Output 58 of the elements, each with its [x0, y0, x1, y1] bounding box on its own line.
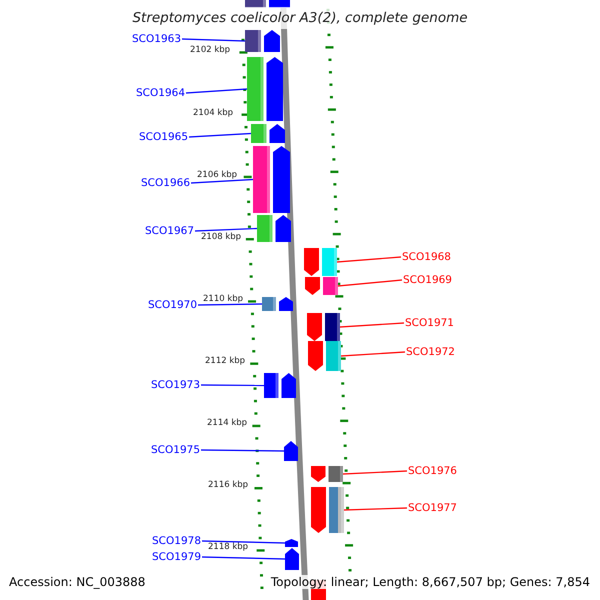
- leader-line: [201, 384, 264, 386]
- leader-line: [344, 507, 408, 511]
- gene-label: SCO1970: [148, 299, 197, 311]
- leader-line: [201, 449, 284, 452]
- leader-line: [202, 556, 286, 560]
- leader-line: [336, 256, 402, 263]
- gene-feature-drawing: [262, 297, 293, 311]
- gene-label: SCO1975: [151, 444, 200, 456]
- scale-label: 2102 kbp: [190, 45, 230, 55]
- gene-label: SCO1979: [152, 551, 201, 563]
- gene-feature-drawing: [247, 57, 283, 121]
- gene-feature-drawing: [264, 373, 296, 398]
- scale-label: 2104 kbp: [193, 108, 234, 118]
- leader-line: [342, 470, 408, 475]
- leader-line: [190, 178, 254, 184]
- leader-line: [202, 540, 286, 544]
- gene-feature-drawing: [251, 124, 285, 143]
- gene-label: SCO1972: [406, 346, 455, 358]
- gene-feature-drawing: [253, 146, 290, 213]
- gene-feature-drawing: [308, 341, 341, 371]
- gene-feature-drawing: [311, 487, 344, 533]
- gene-label: SCO1977: [408, 502, 457, 514]
- gene-feature-drawing: [305, 277, 338, 295]
- gene-label: SCO1966: [141, 177, 190, 189]
- chart-title: Streptomyces coelicolor A3(2), complete genome: [132, 10, 468, 26]
- gene-label: SCO1965: [139, 131, 188, 143]
- scale-label: 2116 kbp: [208, 480, 248, 490]
- leader-line: [198, 303, 262, 306]
- scale-label: 2118 kbp: [208, 542, 248, 552]
- leader-line: [194, 228, 258, 232]
- footer-text: Topology: linear; Length: 8,667,507 bp; Genes: 7,854: [270, 575, 590, 589]
- gene-feature-drawing: [284, 441, 298, 461]
- gene-feature-drawing: [311, 466, 343, 482]
- leader-line: [338, 279, 402, 287]
- leader-line: [186, 88, 248, 94]
- gene-feature-drawing: [257, 215, 291, 242]
- gene-label: SCO1963: [132, 33, 181, 45]
- leader-line: [340, 351, 406, 357]
- scale-label: 2106 kbp: [197, 170, 238, 180]
- gene-label: SCO1967: [145, 225, 194, 237]
- gene-feature-drawing: [307, 313, 340, 341]
- gene-label: SCO1976: [408, 465, 457, 477]
- gene-feature-drawing: [245, 30, 280, 52]
- gene-label: SCO1978: [152, 535, 201, 547]
- leader-line: [188, 132, 252, 138]
- gene-label: SCO1969: [403, 274, 452, 286]
- gene-label: SCO1971: [405, 317, 454, 329]
- gene-label: SCO1968: [402, 251, 451, 263]
- leader-line: [182, 38, 246, 42]
- gene-label: SCO1964: [136, 87, 185, 99]
- gene-label: SCO1973: [151, 379, 200, 391]
- scale-label: 2108 kbp: [201, 232, 242, 242]
- scale-label: 2110 kbp: [203, 294, 244, 304]
- scale-label: 2112 kbp: [205, 356, 246, 366]
- leader-line: [340, 322, 404, 328]
- gene-feature-drawing: [304, 248, 337, 276]
- footer-text: Accession: NC_003888: [9, 575, 146, 589]
- scale-label: 2114 kbp: [207, 418, 248, 428]
